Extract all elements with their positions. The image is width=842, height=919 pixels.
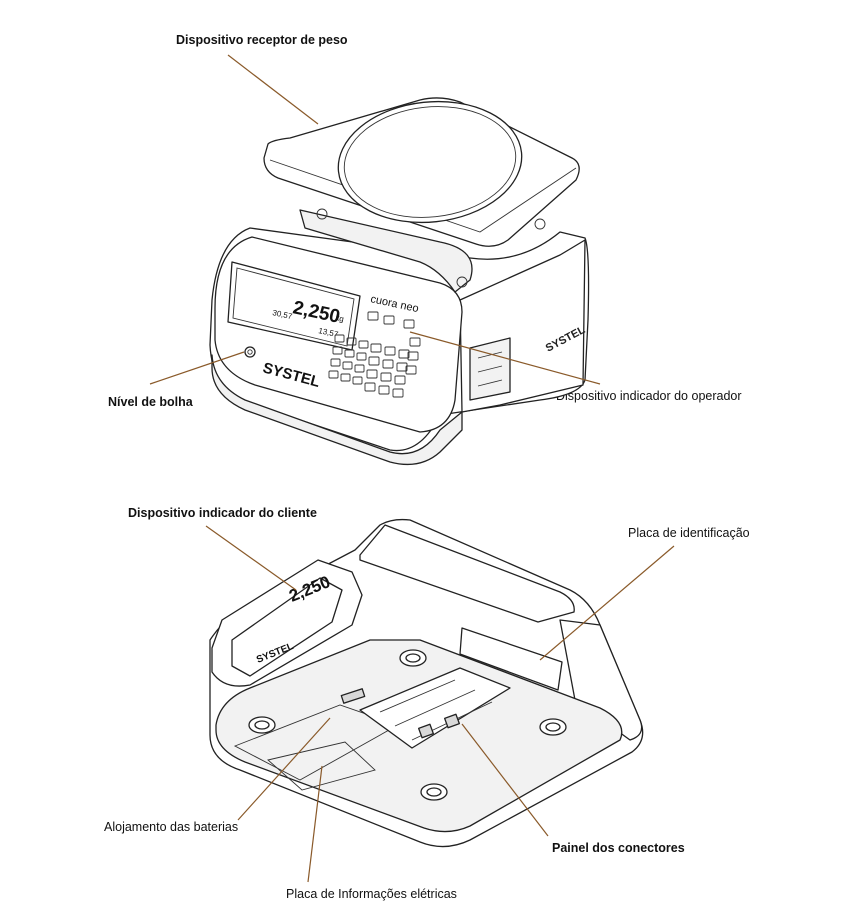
label-customer-indicator: Dispositivo indicador do cliente [128, 506, 317, 520]
leader-lines [149, 54, 675, 883]
connector-port-1 [418, 723, 434, 739]
leader-customer-indicator [205, 525, 297, 591]
housing-right-face [559, 619, 643, 741]
customer-display [231, 577, 343, 677]
label-id-plate: Placa de identificação [628, 526, 750, 540]
leader-id-plate [539, 545, 675, 661]
display-unit: kg [335, 313, 345, 324]
label-connector-panel: Painel dos conectores [552, 841, 685, 855]
display-price: 30,57 [272, 308, 294, 321]
bubble-level [244, 346, 256, 358]
leader-weight-receiver [227, 54, 319, 125]
leader-connector-panel [461, 723, 549, 837]
leader-electrical-info-plate [307, 765, 323, 883]
scale-top-view: 2,250 kg 30,57 13,57 cuora neo SYSTEL SY… [209, 97, 590, 466]
electrical-info-plate [267, 741, 376, 791]
rubber-feet [248, 649, 567, 801]
leader-battery-housing [237, 717, 331, 821]
sticker [340, 688, 366, 704]
connector-port-2 [444, 713, 460, 729]
platter-support [299, 209, 473, 293]
label-bubble-level: Nível de bolha [108, 395, 193, 409]
display-total: 13,57 [318, 326, 340, 339]
id-plate [459, 627, 563, 691]
scale-bottom-view: 2,250 SYSTEL [209, 518, 644, 848]
label-battery-housing: Alojamento das baterias [104, 820, 239, 834]
label-electrical-info-plate: Placa de Informações elétricas [286, 887, 457, 901]
label-weight-receiver: Dispositivo receptor de peso [176, 33, 348, 47]
leader-operator-indicator [409, 331, 601, 385]
housing-top-rim [359, 524, 575, 623]
scale-skirt [211, 354, 463, 466]
leader-bubble-level [149, 351, 245, 385]
platter-recess [337, 100, 523, 224]
keypad [328, 311, 421, 398]
label-operator-indicator: Dispositivo indicador do operador [556, 389, 742, 403]
